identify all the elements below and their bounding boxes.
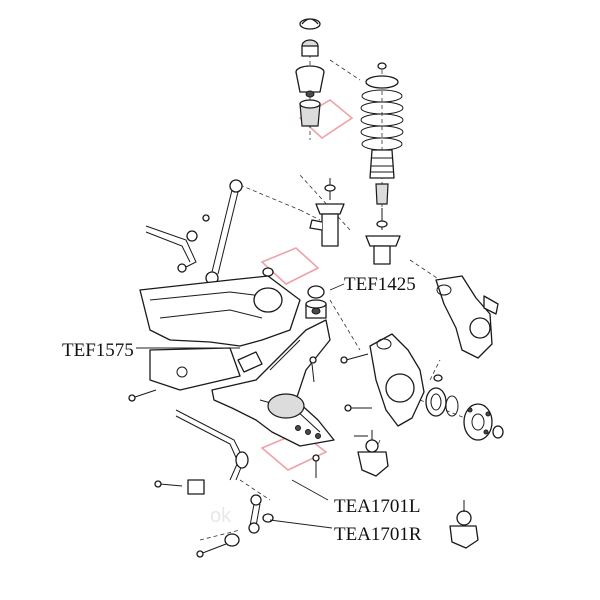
callout-tea1701r: TEA1701R [334,524,422,545]
subframe [139,267,301,391]
callout-tef1575: TEF1575 [62,340,134,361]
shock-absorber-right [365,208,401,265]
callout-leader-lines [136,283,345,529]
stabilizer-bar-lower [175,409,249,495]
stabilizer-bar-upper [145,225,198,273]
lower-control-arm [211,319,335,447]
callout-tea1701l: TEA1701L [334,496,421,517]
ball-joint-upper [357,430,389,477]
stabilizer-link-lower [224,494,274,547]
front-bushing-tef1425 [305,285,327,319]
shock-absorber-left [309,178,345,247]
coil-spring [360,62,404,151]
dust-boot [369,149,395,205]
wheel-hub [433,374,504,441]
strut-top-mount-stack [295,18,325,127]
wheel-bearing [425,387,459,417]
ball-joint-lower [449,500,479,549]
steering-knuckle-upper [435,275,499,359]
stabilizer-link-upper [202,179,243,285]
steering-knuckle-lower [340,333,425,427]
svg-text:ok: ok [210,505,232,527]
bolts [128,389,372,558]
callout-tef1425: TEF1425 [344,274,416,295]
